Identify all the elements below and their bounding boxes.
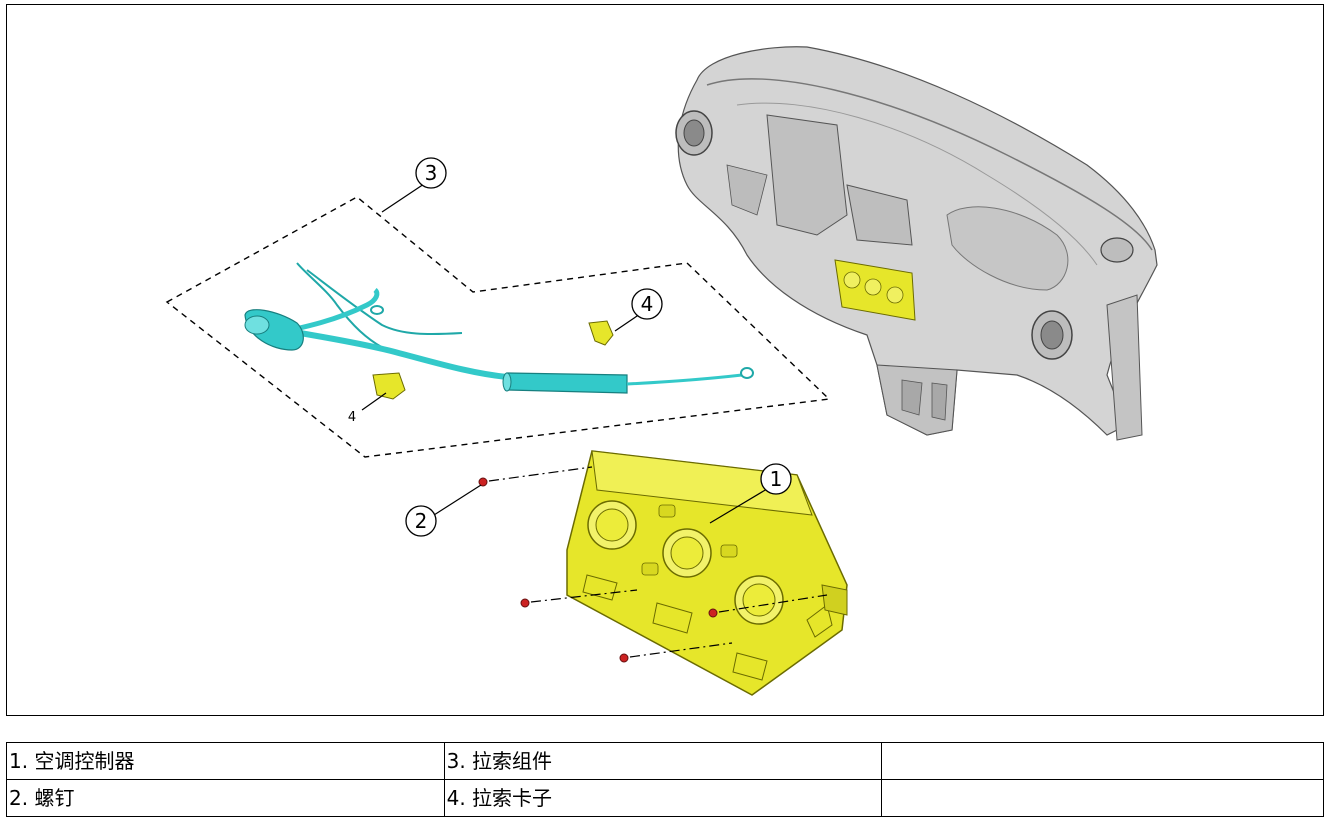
screw-mid-left <box>520 598 530 608</box>
callout-2: 2 <box>405 505 437 537</box>
legend-cell <box>881 742 1324 780</box>
svg-text:4: 4 <box>641 292 654 316</box>
svg-text:3: 3 <box>425 161 438 185</box>
legend-cell <box>881 779 1324 817</box>
ac-controller <box>566 450 848 696</box>
legend-cell: 2. 螺钉 <box>6 779 445 817</box>
screw-center-right <box>708 608 718 618</box>
legend-row: 1. 空调控制器 3. 拉索组件 <box>6 742 1324 780</box>
legend-cell: 1. 空调控制器 <box>6 742 445 780</box>
svg-text:4: 4 <box>348 410 356 425</box>
callout-3: 3 <box>415 157 447 189</box>
exploded-diagram: 3 4 1 2 4 <box>6 4 1324 716</box>
callout-4: 4 <box>631 288 663 320</box>
callout-4-small: 4 <box>348 410 356 425</box>
legend-row: 2. 螺钉 4. 拉索卡子 <box>6 779 1324 817</box>
cable-assembly <box>244 262 754 394</box>
alignment-lines <box>488 466 828 658</box>
svg-text:1: 1 <box>770 467 783 491</box>
callout-1: 1 <box>760 463 792 495</box>
legend-cell: 3. 拉索组件 <box>443 742 883 780</box>
cable-clip-lower <box>372 372 406 400</box>
svg-text:2: 2 <box>415 509 428 533</box>
legend-cell: 4. 拉索卡子 <box>443 779 883 817</box>
parts-legend-table: 1. 空调控制器 3. 拉索组件 2. 螺钉 4. 拉索卡子 <box>6 742 1324 817</box>
screw-top-left <box>478 477 488 487</box>
screw-bottom <box>619 653 629 663</box>
cable-clip-upper <box>588 320 614 346</box>
cable-assembly-boundary <box>165 196 831 458</box>
instrument-panel <box>675 46 1158 441</box>
